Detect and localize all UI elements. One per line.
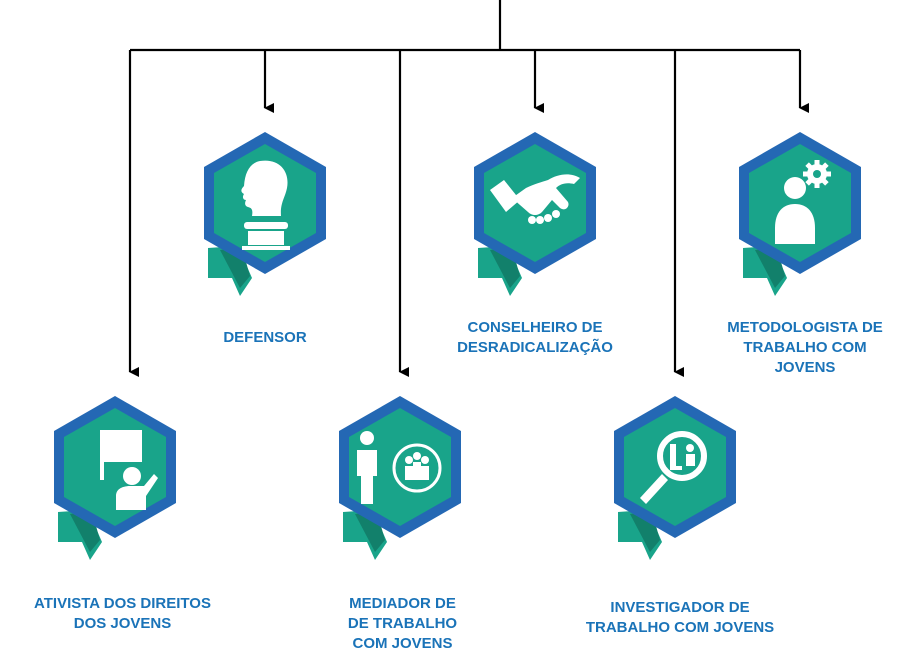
label-line: DEFENSOR — [223, 329, 307, 346]
label-line: DOS JOVENS — [73, 615, 172, 632]
magnifier-icon — [640, 431, 707, 504]
label-line: DESRADICALIZAÇÃO — [457, 339, 613, 356]
person-and-group-icon — [357, 431, 442, 504]
label-line: COM JOVENS — [352, 635, 453, 652]
label-mediador: MEDIADOR DE DE TRABALHO COM JOVENS — [330, 594, 475, 654]
head-with-column-icon — [241, 160, 290, 250]
badge-defensor — [190, 128, 340, 300]
handshake-icon — [490, 174, 580, 224]
label-line: DE TRABALHO — [347, 615, 458, 632]
label-metodologista: METODOLOGISTA DE TRABALHO COM JOVENS — [710, 318, 900, 378]
label-conselheiro: CONSELHEIRO DE DESRADICALIZAÇÃO — [440, 318, 630, 358]
label-investigador: INVESTIGADOR DE TRABALHO COM JOVENS — [560, 598, 800, 638]
badge-investigador — [600, 392, 750, 564]
label-ativista: ATIVISTA DOS DIREITOS DOS JOVENS — [5, 594, 240, 634]
label-line: JOVENS — [774, 359, 836, 376]
badge-ativista — [40, 392, 190, 564]
badge-mediador — [325, 392, 475, 564]
person-with-flag-icon — [100, 430, 158, 510]
label-line: TRABALHO COM — [743, 339, 867, 356]
label-line: INVESTIGADOR DE — [610, 599, 750, 616]
label-defensor: DEFENSOR — [210, 328, 320, 348]
badge-conselheiro — [460, 128, 610, 300]
label-line: METODOLOGISTA DE — [727, 319, 883, 336]
label-line: TRABALHO COM JOVENS — [585, 619, 775, 636]
label-line: MEDIADOR DE — [349, 595, 456, 612]
person-with-gear-icon — [775, 160, 831, 244]
badge-metodologista — [725, 128, 875, 300]
label-line: ATIVISTA DOS DIREITOS — [34, 595, 211, 612]
label-line: CONSELHEIRO DE — [467, 319, 603, 336]
